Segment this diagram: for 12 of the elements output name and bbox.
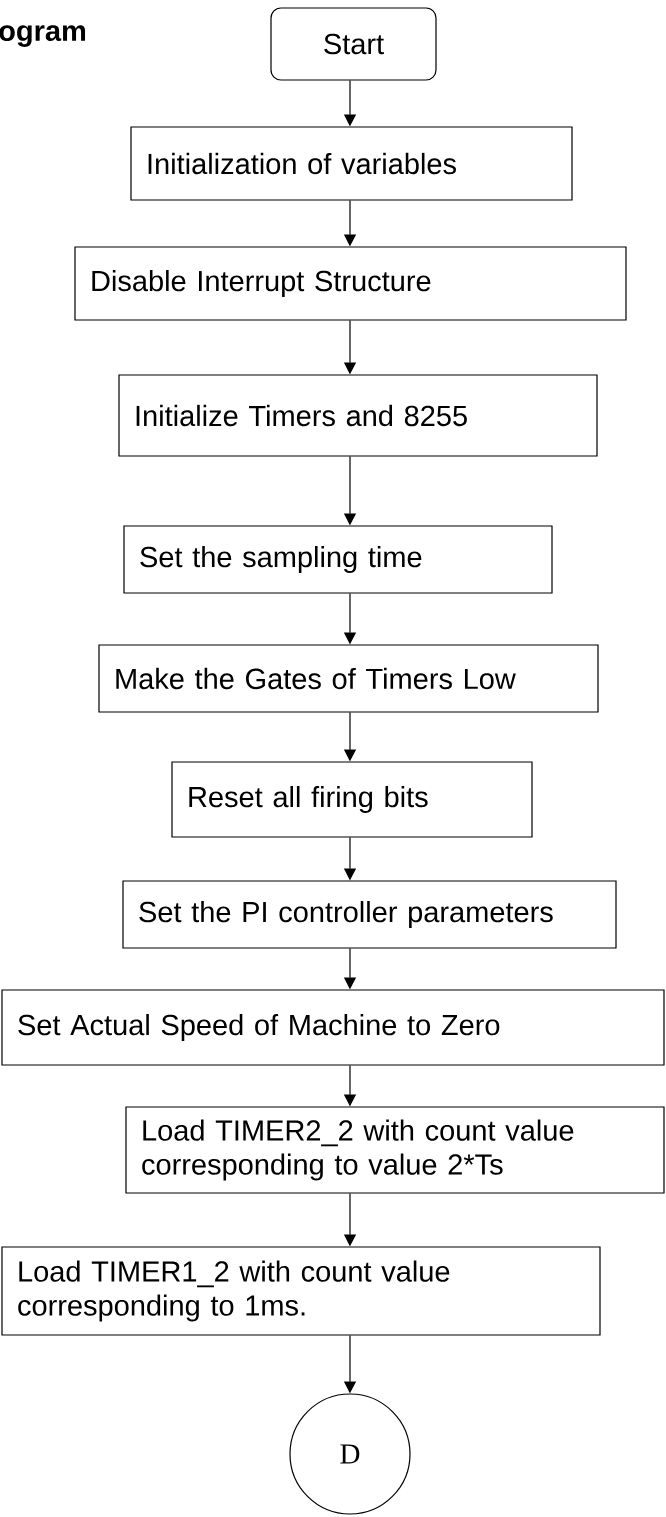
process-box: Load TIMER1_2 with count value corresponding to 1ms. (1, 1246, 601, 1336)
process-box: Make the Gates of Timers Low (98, 644, 599, 713)
process-box: Set Actual Speed of Machine to Zero (1, 989, 665, 1066)
process-box: Load TIMER2_2 with count value corresponding to value 2*Ts (125, 1106, 665, 1194)
heading-text: ogram (0, 25, 86, 47)
process-box: Set the PI controller parameters (122, 880, 617, 949)
process-box: Initialize Timers and 8255 (118, 374, 598, 457)
start-terminal: Start (270, 7, 437, 81)
process-box: Set the sampling time (123, 525, 553, 594)
process-box: Initialization of variables (130, 126, 573, 201)
process-box: Reset all firing bits (171, 761, 533, 838)
process-box: Disable Interrupt Structure (74, 246, 627, 321)
